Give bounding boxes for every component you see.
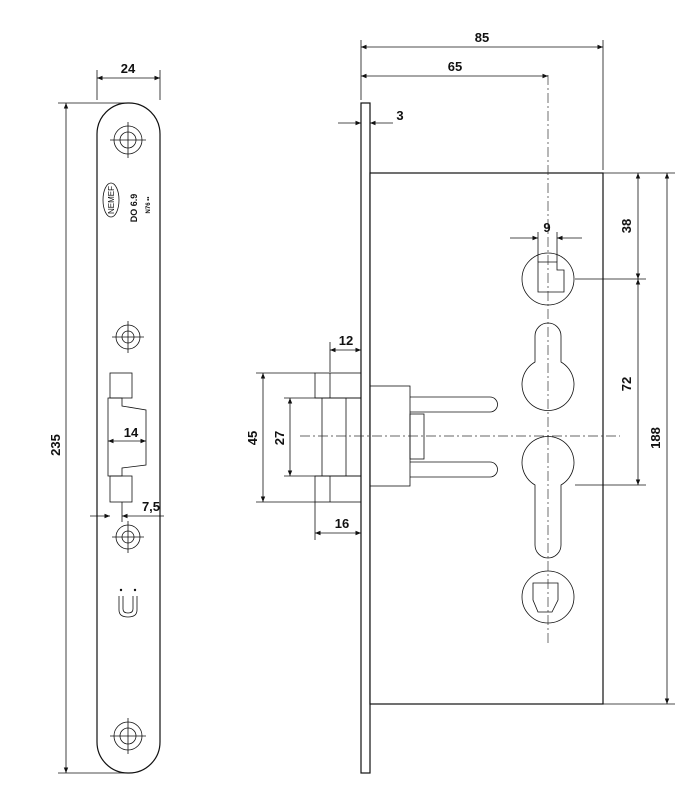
faceplate-outline bbox=[96, 102, 161, 774]
forend-plate bbox=[360, 102, 371, 774]
dimension-spindle-width: 9 bbox=[510, 220, 582, 262]
screw-hole-top bbox=[110, 122, 146, 158]
dimension-latch-offset: 7,5 bbox=[90, 499, 164, 522]
dimension-latch-total-height: 45 bbox=[245, 372, 315, 503]
svg-text:NEMEF: NEMEF bbox=[107, 186, 116, 214]
dimension-case-height: 188 bbox=[603, 172, 675, 705]
magnet-icon bbox=[118, 588, 138, 618]
dimension-plate-thickness: 3 bbox=[338, 108, 404, 128]
dimension-total-depth: 85 bbox=[360, 30, 604, 170]
latch-mechanism bbox=[369, 385, 498, 487]
lock-side-view: 85 65 3 9 38 bbox=[245, 30, 675, 774]
svg-text:38: 38 bbox=[619, 219, 634, 233]
dimension-latch-width: 14 bbox=[108, 425, 146, 444]
svg-text:45: 45 bbox=[245, 431, 260, 445]
screw-hole-middle bbox=[112, 321, 144, 353]
svg-text:3: 3 bbox=[396, 108, 403, 123]
svg-text:12: 12 bbox=[339, 333, 353, 348]
dimension-backset: 65 bbox=[361, 59, 548, 79]
screw-hole-bottom bbox=[110, 718, 146, 754]
faceplate-front-view: NEMEF DO 6.9 N76 •• bbox=[48, 61, 164, 774]
svg-text:24: 24 bbox=[121, 61, 136, 76]
marking-label: N76 •• bbox=[146, 197, 152, 214]
svg-text:14: 14 bbox=[124, 425, 139, 440]
screw-hole-lower bbox=[112, 521, 144, 553]
svg-text:65: 65 bbox=[448, 59, 462, 74]
dimension-faceplate-height: 235 bbox=[48, 102, 125, 774]
svg-text:9: 9 bbox=[543, 220, 550, 235]
cylinder-hole-lower bbox=[521, 436, 575, 559]
dimension-top-to-spindle: 38 bbox=[575, 172, 646, 280]
model-label: DO 6.9 bbox=[129, 194, 139, 223]
dimension-latch-projection: 12 bbox=[329, 333, 362, 372]
dimension-spindle-to-cylinder: 72 bbox=[575, 279, 646, 486]
svg-text:235: 235 bbox=[48, 434, 63, 456]
cylinder-hole-upper bbox=[521, 322, 575, 411]
svg-text:72: 72 bbox=[619, 377, 634, 391]
dimension-faceplate-width: 24 bbox=[96, 61, 161, 100]
svg-text:85: 85 bbox=[475, 30, 489, 45]
svg-text:27: 27 bbox=[272, 431, 287, 445]
latch-front bbox=[107, 372, 147, 503]
nemef-logo: NEMEF bbox=[102, 182, 120, 218]
svg-text:188: 188 bbox=[648, 427, 663, 449]
svg-text:7,5: 7,5 bbox=[142, 499, 160, 514]
lock-case bbox=[369, 172, 604, 705]
latch-side bbox=[314, 372, 362, 503]
dimension-latch-head-height: 27 bbox=[272, 397, 322, 477]
dimension-bolt-projection: 16 bbox=[314, 502, 362, 540]
svg-text:16: 16 bbox=[335, 516, 349, 531]
